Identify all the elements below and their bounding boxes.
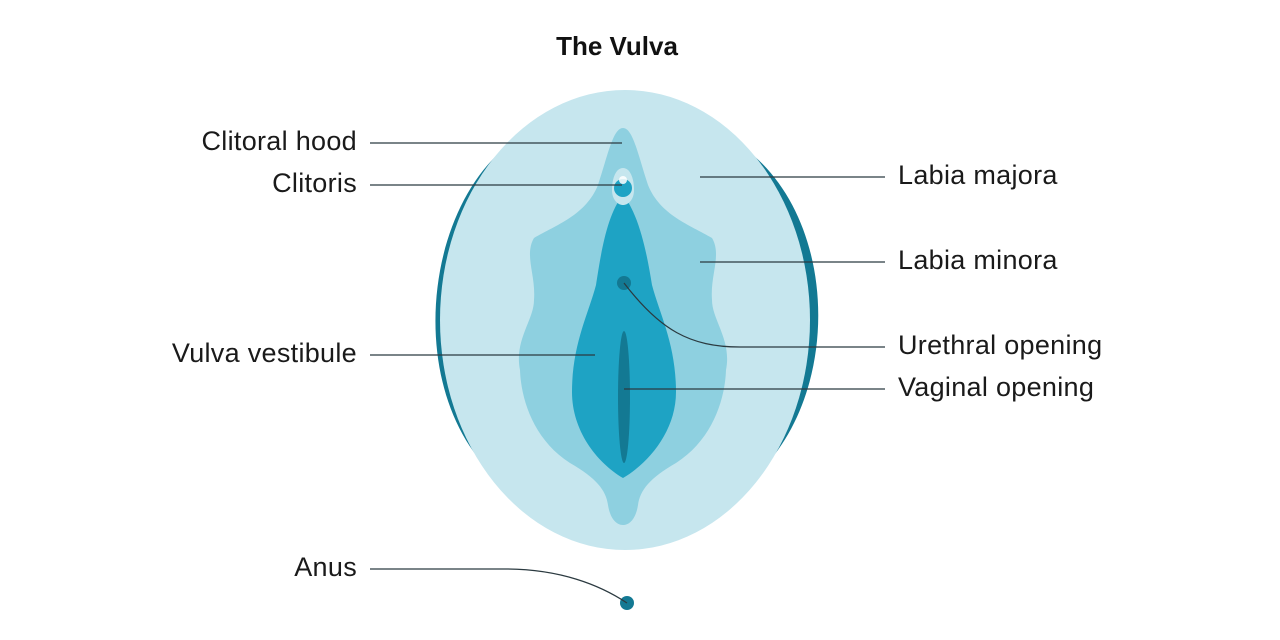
clitoris-shape	[614, 179, 632, 197]
label-vaginal-opening: Vaginal opening	[898, 372, 1094, 402]
leader-urethral-opening	[623, 282, 885, 348]
vaginal-opening-shape	[618, 331, 630, 463]
label-labia-minora: Labia minora	[898, 245, 1058, 275]
clitoris-highlight	[619, 176, 627, 184]
label-vulva-vestibule: Vulva vestibule	[172, 338, 357, 368]
label-clitoral-hood: Clitoral hood	[202, 126, 358, 156]
label-clitoris: Clitoris	[272, 168, 357, 198]
label-urethral-opening: Urethral opening	[898, 330, 1102, 360]
leader-lines	[370, 142, 885, 604]
leader-anus	[370, 568, 628, 604]
outer-border-right	[753, 155, 819, 478]
diagram-title: The Vulva	[556, 31, 678, 61]
label-labia-majora: Labia majora	[898, 160, 1058, 190]
label-anus: Anus	[294, 552, 357, 582]
